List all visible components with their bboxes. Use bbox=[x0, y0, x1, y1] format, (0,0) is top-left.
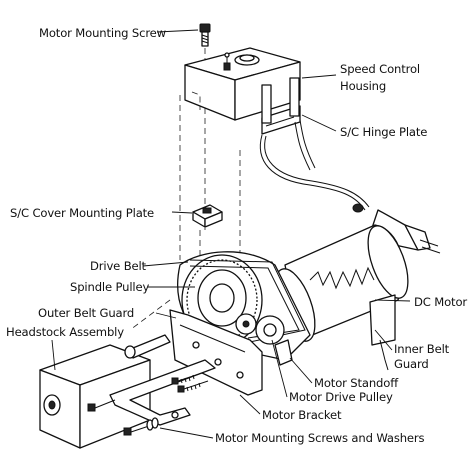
label-sc-hinge-plate: S/C Hinge Plate bbox=[340, 125, 428, 139]
label-guard: Guard bbox=[394, 357, 429, 371]
label-inner-belt: Inner Belt bbox=[394, 342, 450, 356]
label-speed-control: Speed Control bbox=[340, 62, 420, 76]
motor-mounting-screw bbox=[199, 23, 211, 47]
screw-1 bbox=[171, 372, 203, 385]
motor-bracket bbox=[109, 359, 216, 426]
label-housing: Housing bbox=[340, 79, 387, 93]
label-motor-standoff: Motor Standoff bbox=[314, 376, 399, 390]
headstock-assembly bbox=[39, 334, 171, 449]
label-headstock-assembly: Headstock Assembly bbox=[6, 325, 124, 339]
screw-2 bbox=[177, 380, 209, 393]
label-motor-drive-pulley: Motor Drive Pulley bbox=[289, 390, 393, 404]
screw-3 bbox=[123, 417, 159, 436]
power-cord bbox=[259, 119, 441, 254]
motor-standoff-and-screws bbox=[87, 339, 293, 436]
screw-4 bbox=[87, 399, 116, 412]
label-outer-belt-guard: Outer Belt Guard bbox=[38, 306, 135, 320]
label-dc-motor: DC Motor bbox=[414, 295, 468, 309]
speed-control-housing bbox=[184, 47, 301, 121]
label-motor-bracket: Motor Bracket bbox=[262, 408, 342, 422]
label-motor-mounting-screws-and-washers: Motor Mounting Screws and Washers bbox=[215, 431, 425, 445]
sc-hinge-plate bbox=[261, 77, 301, 135]
leader-lines bbox=[51, 29, 411, 439]
label-drive-belt: Drive Belt bbox=[90, 259, 146, 273]
label-motor-mounting-screw: Motor Mounting Screw bbox=[39, 26, 166, 40]
label-sc-cover-mounting-plate: S/C Cover Mounting Plate bbox=[10, 206, 155, 220]
sc-cover-mounting-plate bbox=[192, 204, 223, 228]
label-spindle-pulley: Spindle Pulley bbox=[70, 280, 150, 294]
outer-belt-guard bbox=[169, 309, 263, 396]
